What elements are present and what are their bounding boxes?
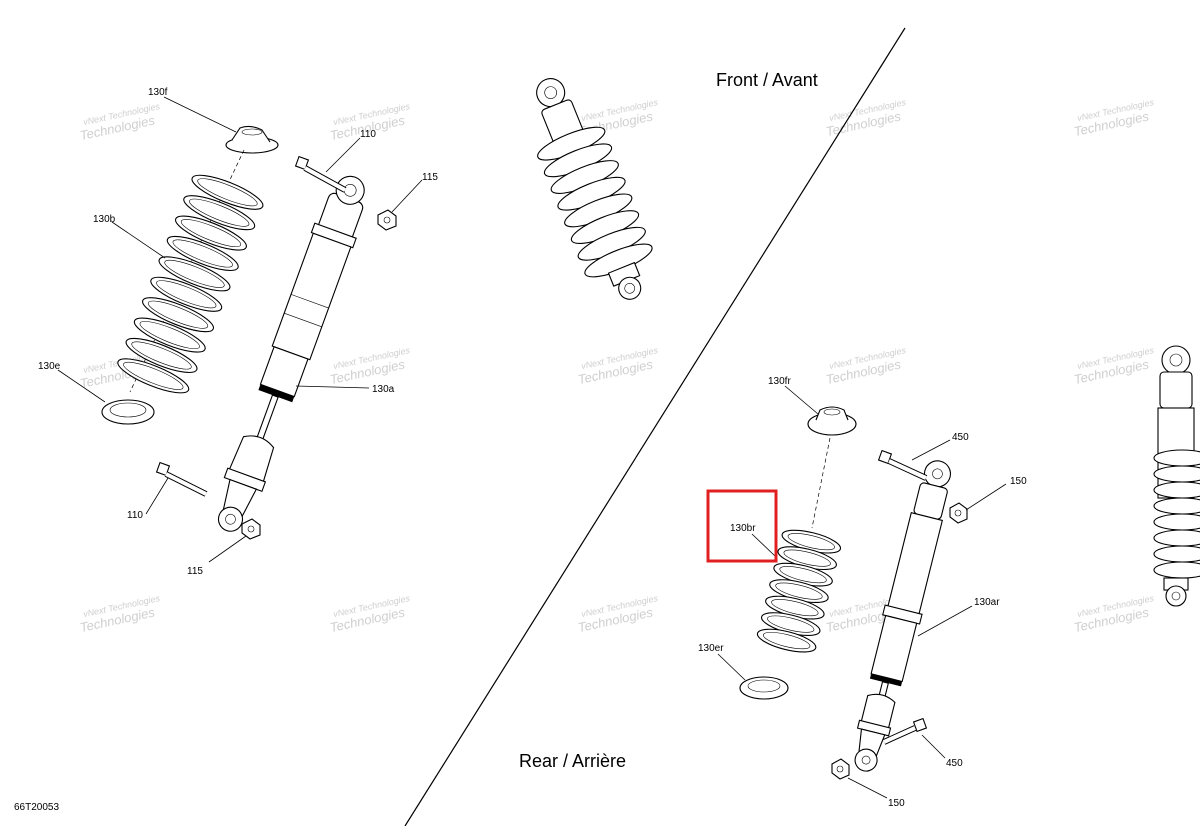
callout-450-lower: 450 bbox=[946, 758, 963, 769]
document-id: 66T20053 bbox=[14, 802, 59, 813]
bolt-upper bbox=[294, 155, 347, 193]
nut-lower-rear bbox=[831, 758, 850, 780]
watermark: vNext Technologies Technologies bbox=[78, 101, 161, 143]
callout-110-lower: 110 bbox=[127, 510, 143, 521]
rear-shock-exploded bbox=[717, 385, 1007, 799]
front-shock-assembled bbox=[536, 78, 653, 300]
spring-cup-top bbox=[225, 125, 279, 154]
callout-150-upper: 150 bbox=[1010, 476, 1027, 487]
callout-130f: 130f bbox=[148, 87, 168, 98]
spring-ring-rear bbox=[739, 676, 789, 700]
callout-130br: 130br bbox=[730, 523, 756, 534]
watermark: vNext Technologies Technologies bbox=[328, 345, 411, 387]
watermark: vNext Technologies Technologies bbox=[1072, 345, 1155, 387]
bolt-upper-rear bbox=[877, 449, 928, 481]
watermark: vNext Technologies Technologies bbox=[328, 593, 411, 635]
bolt-lower bbox=[155, 461, 208, 497]
damper-body bbox=[217, 175, 365, 532]
rear-shock-assembled bbox=[1153, 345, 1200, 607]
spring-ring-lower bbox=[101, 399, 155, 425]
watermark: vNext Technologies Technologies bbox=[824, 345, 907, 387]
front-shock-exploded bbox=[57, 96, 423, 563]
callout-450-upper: 450 bbox=[952, 432, 969, 443]
callout-130fr: 130fr bbox=[768, 376, 791, 387]
nut-upper-rear bbox=[949, 502, 968, 524]
callout-115-lower: 115 bbox=[187, 566, 203, 577]
callout-130a: 130a bbox=[372, 384, 395, 395]
callout-110-upper: 110 bbox=[360, 129, 376, 140]
watermark: vNext Technologies Technologies bbox=[1072, 97, 1155, 139]
coil-spring-rear bbox=[756, 529, 842, 653]
front-section-title: Front / Avant bbox=[716, 70, 818, 90]
rear-section-title: Rear / Arrière bbox=[519, 751, 626, 771]
coil-spring bbox=[117, 174, 264, 394]
section-divider bbox=[404, 27, 906, 826]
callout-115-upper: 115 bbox=[422, 172, 438, 183]
watermark: vNext Technologies Technologies bbox=[1072, 593, 1155, 635]
callout-130e: 130e bbox=[38, 361, 61, 372]
nut-lower bbox=[241, 518, 261, 540]
watermark: vNext Technologies Technologies bbox=[78, 593, 161, 635]
leader-lines-rear bbox=[717, 385, 1007, 799]
callout-labels: 130f 110 115 130b 130e 130a 110 115 130f… bbox=[38, 87, 1027, 809]
callout-130ar: 130ar bbox=[974, 597, 1000, 608]
nut-upper bbox=[377, 209, 397, 231]
leader-lines-front bbox=[57, 96, 423, 563]
watermark: vNext Technologies Technologies bbox=[576, 345, 659, 387]
spring-cup-rear bbox=[807, 406, 857, 436]
highlight-box bbox=[706, 489, 778, 563]
callout-130b: 130b bbox=[93, 214, 116, 225]
bolt-lower-rear bbox=[882, 717, 928, 745]
damper-body-rear bbox=[854, 460, 951, 772]
watermark: vNext Technologies Technologies bbox=[576, 593, 659, 635]
callout-150-lower: 150 bbox=[888, 798, 905, 809]
callout-130er: 130er bbox=[698, 643, 724, 654]
watermark: vNext Technologies Technologies bbox=[824, 97, 907, 139]
